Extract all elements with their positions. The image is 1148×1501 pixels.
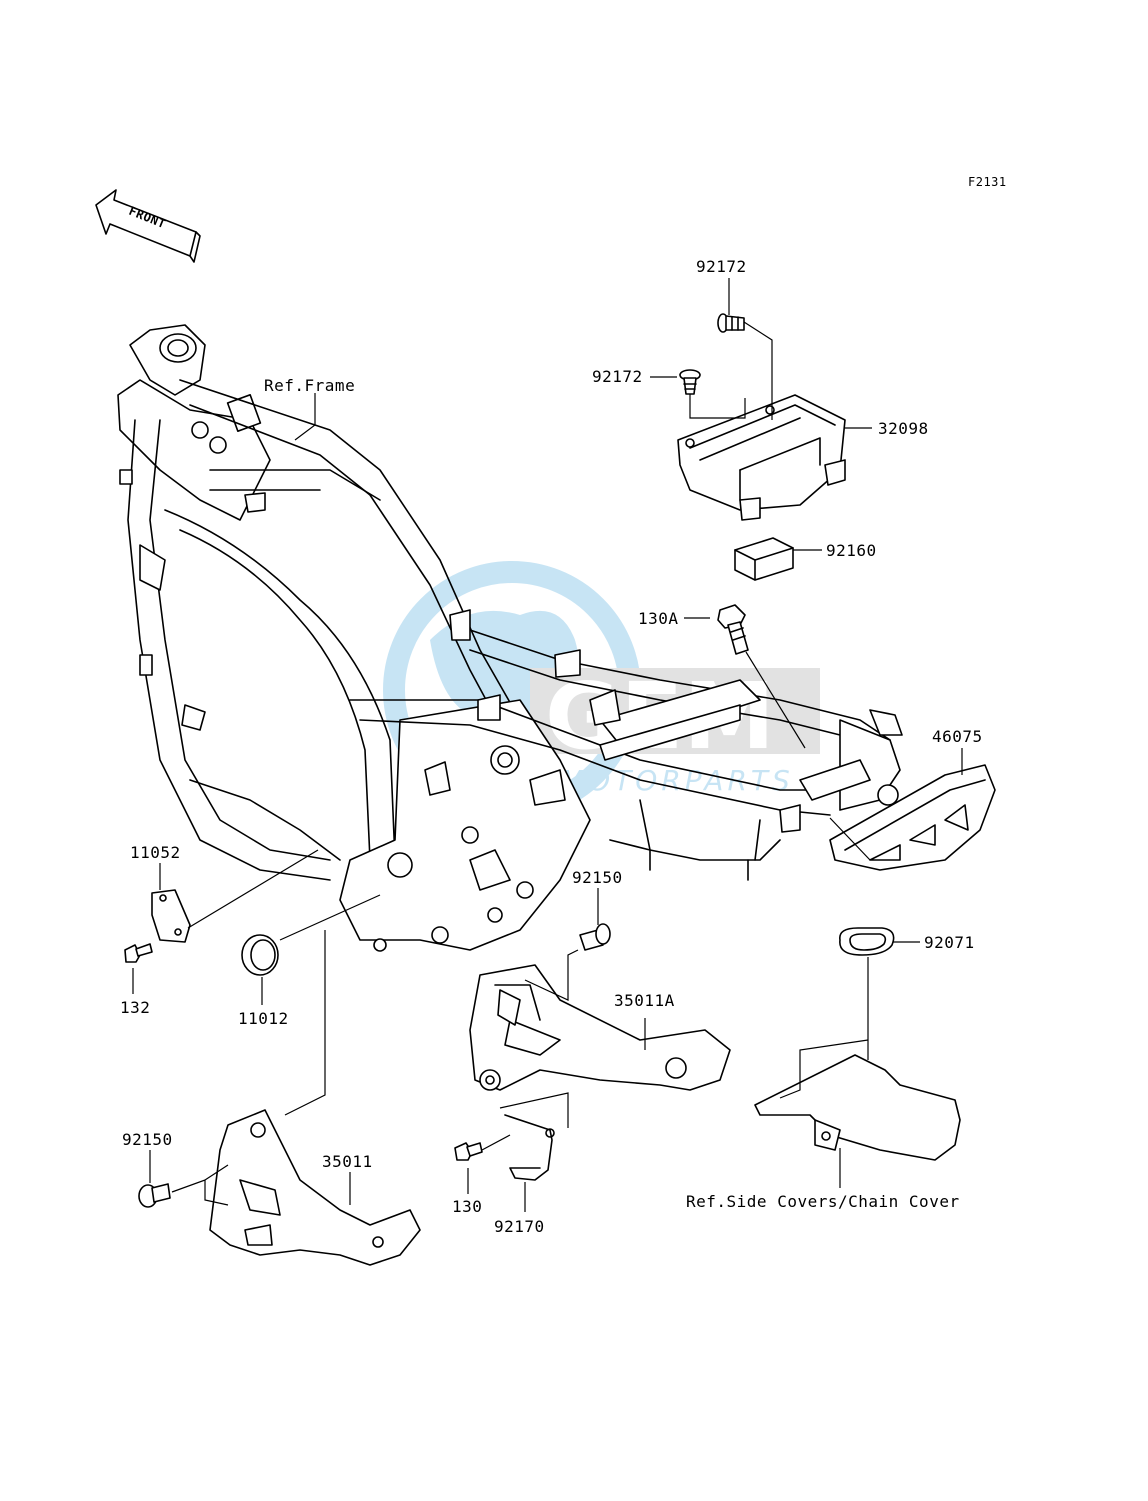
spring-92170 bbox=[504, 1114, 555, 1181]
label-46075: 46075 bbox=[932, 727, 983, 746]
figure-code: F2131 bbox=[968, 175, 1007, 189]
bolt-130A bbox=[717, 604, 749, 655]
watermark-tagline: MOTORPARTS bbox=[560, 764, 794, 797]
label-92172-mid: 92172 bbox=[592, 367, 643, 386]
label-92071: 92071 bbox=[924, 933, 975, 952]
label-32098: 32098 bbox=[878, 419, 929, 438]
footpeg-bracket-35011A bbox=[469, 964, 731, 1091]
label-92170: 92170 bbox=[494, 1217, 545, 1236]
label-132: 132 bbox=[120, 998, 150, 1017]
bolt-92150-center bbox=[579, 923, 611, 951]
footpeg-bracket-35011 bbox=[209, 1109, 421, 1266]
frame bbox=[117, 324, 903, 952]
label-92150-left: 92150 bbox=[122, 1130, 173, 1149]
label-35011A: 35011A bbox=[614, 991, 675, 1010]
bolt-130 bbox=[454, 1142, 483, 1161]
label-92172-top: 92172 bbox=[696, 257, 747, 276]
battery-case bbox=[677, 394, 846, 521]
chain-guard-46075 bbox=[829, 764, 996, 871]
bolt-132 bbox=[124, 943, 153, 963]
label-92150-center: 92150 bbox=[572, 868, 623, 887]
grommet-92071 bbox=[839, 927, 895, 956]
rubber-pad-92160 bbox=[734, 537, 794, 581]
bolt-92150-left bbox=[138, 1183, 171, 1208]
label-92160: 92160 bbox=[826, 541, 877, 560]
plug-11012 bbox=[241, 934, 279, 976]
label-35011: 35011 bbox=[322, 1152, 373, 1171]
label-11052: 11052 bbox=[130, 843, 181, 862]
callout-labels: Ref.Frame 92172 92172 32098 92160 130A 4… bbox=[120, 257, 983, 1236]
bolt-92172-top bbox=[717, 313, 745, 333]
side-cover-ref bbox=[754, 1054, 961, 1161]
bracket-11052 bbox=[151, 889, 191, 943]
label-11012: 11012 bbox=[238, 1009, 289, 1028]
label-130: 130 bbox=[452, 1197, 482, 1216]
bolt-92172-mid bbox=[679, 369, 701, 395]
label-ref-frame: Ref.Frame bbox=[264, 376, 355, 395]
leader-lines bbox=[132, 278, 963, 1212]
front-arrow-icon: FRONT bbox=[95, 189, 201, 263]
label-ref-side-covers: Ref.Side Covers/Chain Cover bbox=[686, 1192, 960, 1211]
label-130A: 130A bbox=[638, 609, 679, 628]
